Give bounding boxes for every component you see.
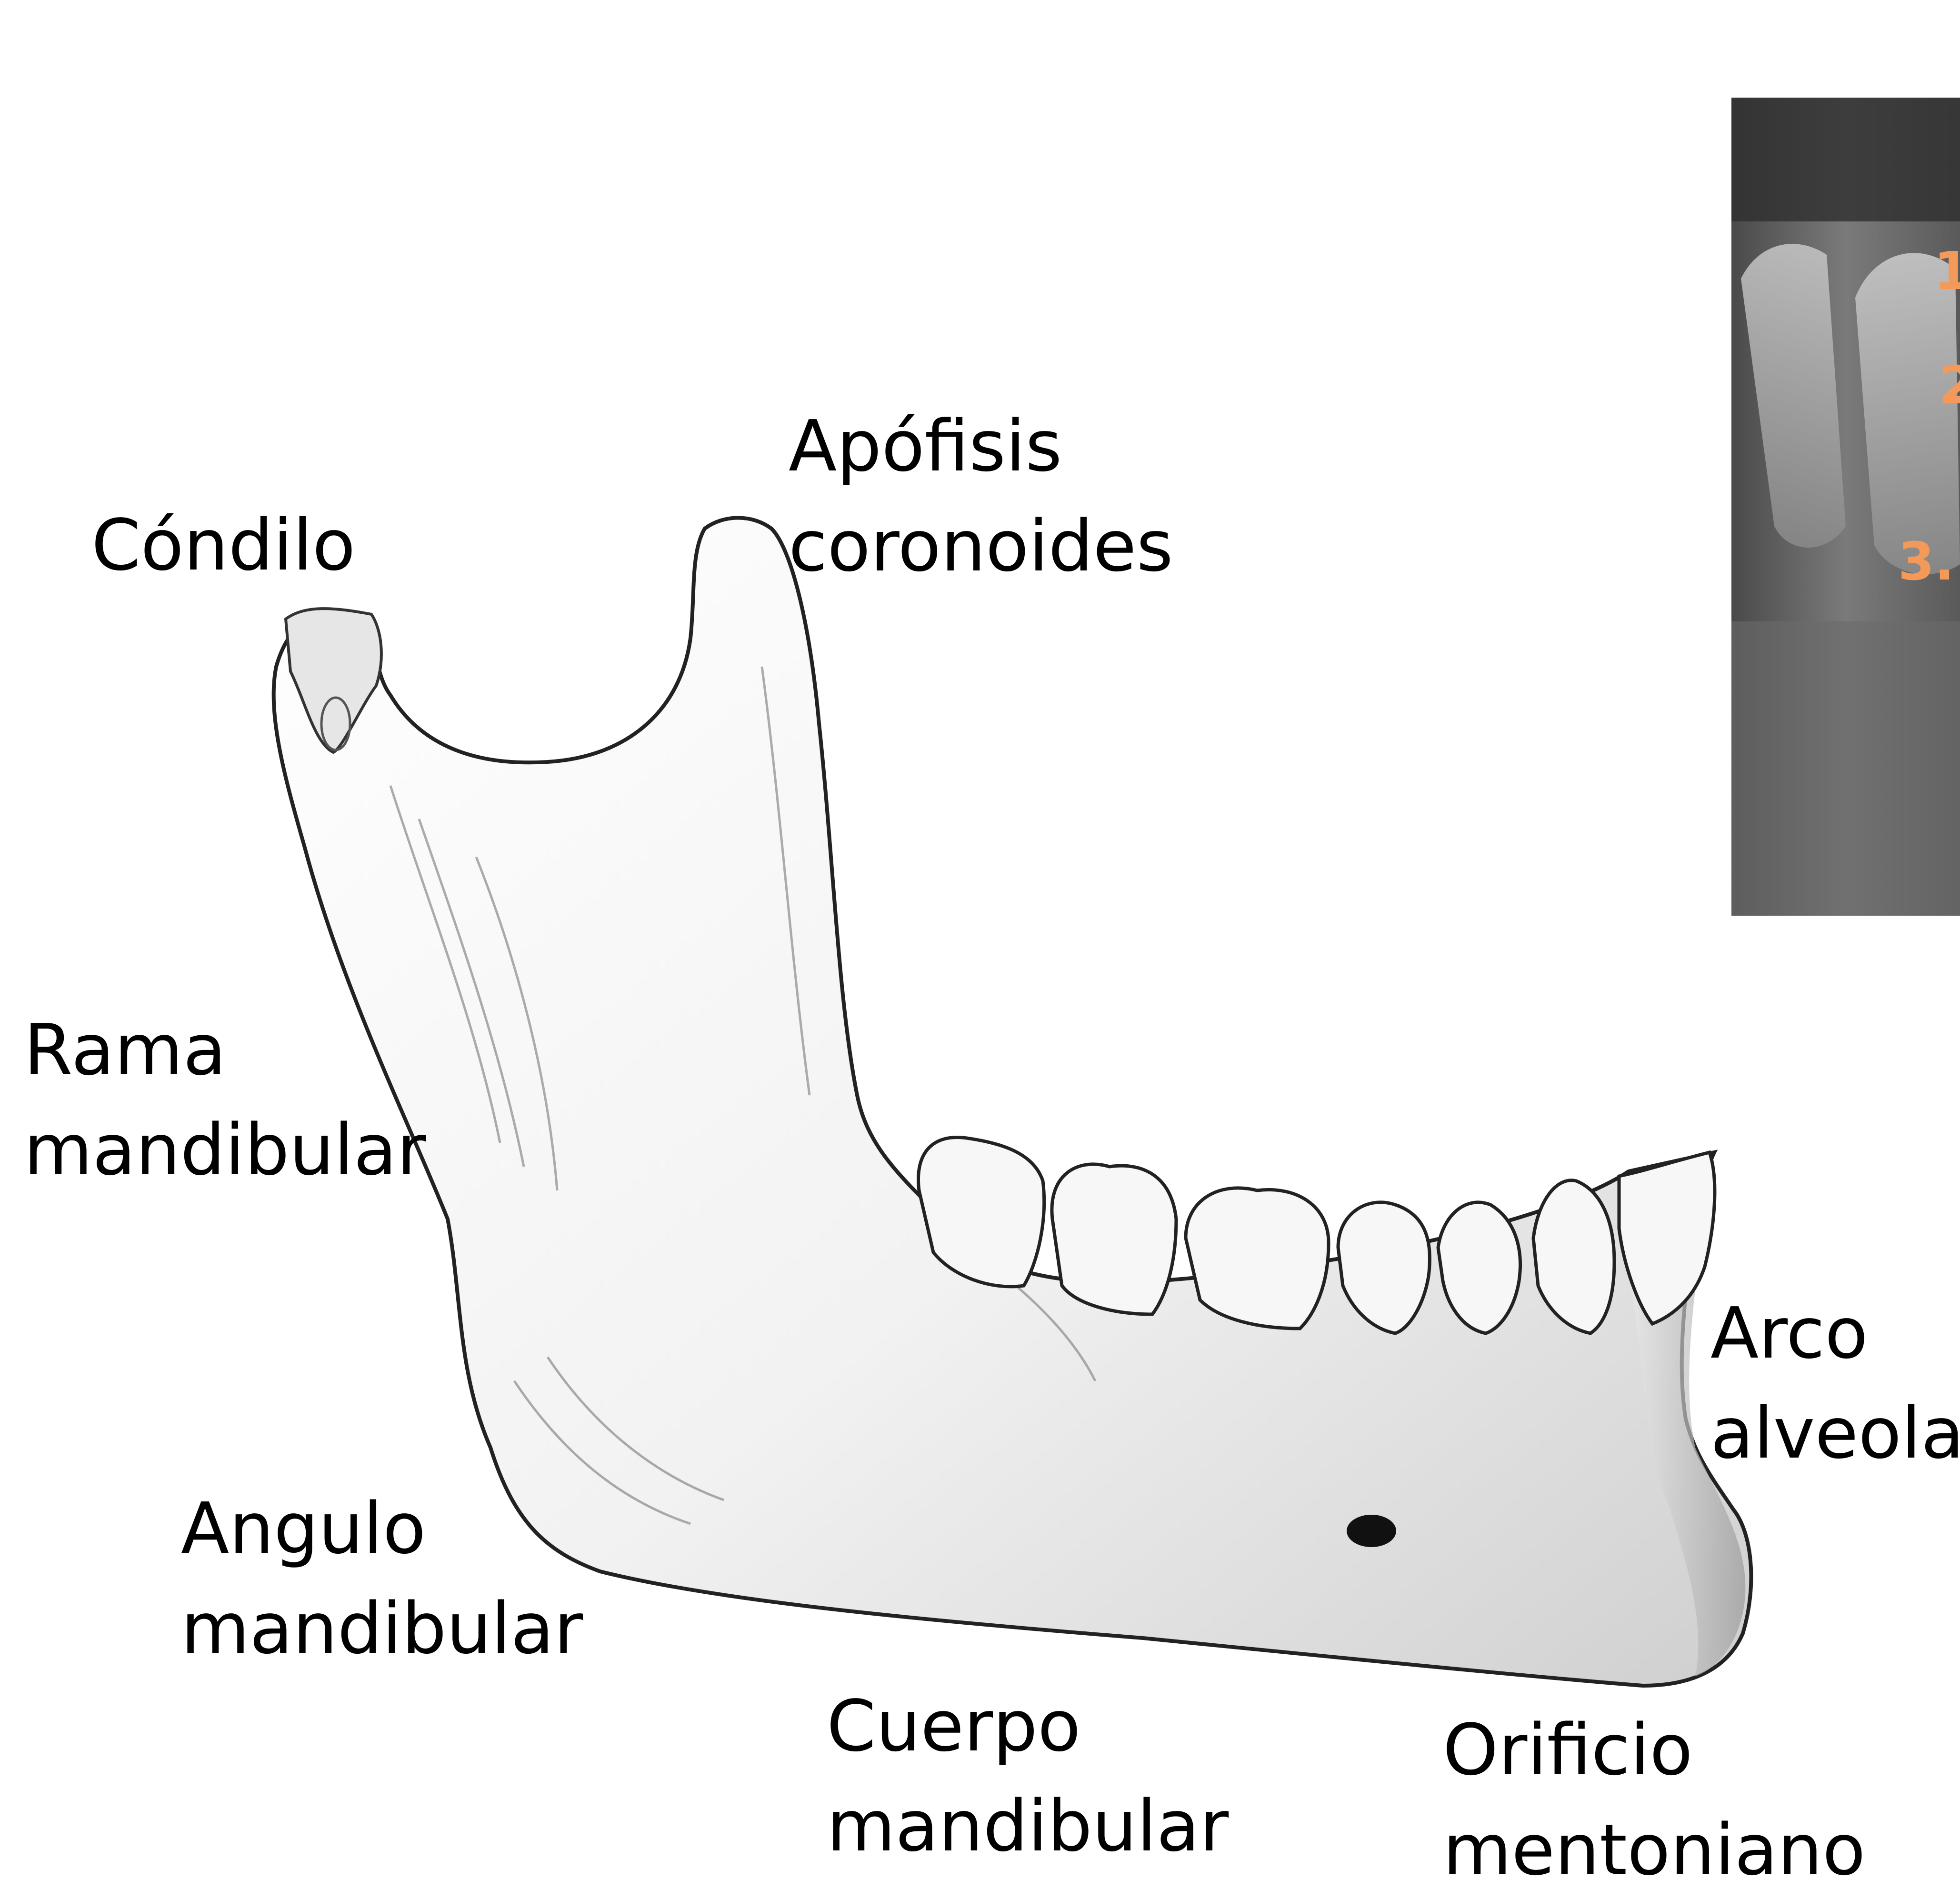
xray-number-2: 2 xyxy=(1939,355,1960,416)
label-apofisis-line-1: Apófisis xyxy=(789,396,1173,496)
xray-number-3: 3. xyxy=(1898,531,1954,592)
tooth-molar-2 xyxy=(1052,1164,1176,1314)
label-arco-line-2: alveolar xyxy=(1710,1383,1960,1483)
label-arco-line-1: Arco xyxy=(1710,1283,1960,1383)
label-apofisis-line-2: coronoides xyxy=(789,496,1173,596)
xray-inset: 1 2 3. xyxy=(1731,98,1960,916)
mental-foramen xyxy=(1347,1515,1396,1547)
label-angulo-line-1: Angulo xyxy=(181,1479,583,1579)
label-rama-line-1: Rama xyxy=(24,1000,426,1100)
label-orificio-line-1: Orificio xyxy=(1443,1700,1866,1800)
xray-image xyxy=(1731,98,1960,916)
label-rama-line-2: mandibular xyxy=(24,1100,426,1200)
label-angulo-mandibular: Angulo mandibular xyxy=(181,1479,583,1679)
label-orificio-mentoniano: Orificio mentoniano xyxy=(1443,1700,1866,1879)
label-condilo: Cóndilo xyxy=(91,495,355,595)
label-angulo-line-2: mandibular xyxy=(181,1579,583,1679)
label-rama-mandibular: Rama mandibular xyxy=(24,1000,426,1200)
label-cuerpo-line-1: Cuerpo xyxy=(827,1676,1229,1776)
label-cuerpo-line-2: mandibular xyxy=(827,1776,1229,1876)
xray-number-1: 1 xyxy=(1934,240,1960,301)
label-apofisis-coronoides: Apófisis coronoides xyxy=(789,396,1173,596)
tooth-molar-1 xyxy=(1186,1188,1329,1329)
label-orificio-line-2: mentoniano xyxy=(1443,1800,1866,1879)
label-condilo-line-1: Cóndilo xyxy=(91,495,355,595)
label-arco-alveolar: Arco alveolar xyxy=(1710,1283,1960,1483)
label-cuerpo-mandibular: Cuerpo mandibular xyxy=(827,1676,1229,1876)
